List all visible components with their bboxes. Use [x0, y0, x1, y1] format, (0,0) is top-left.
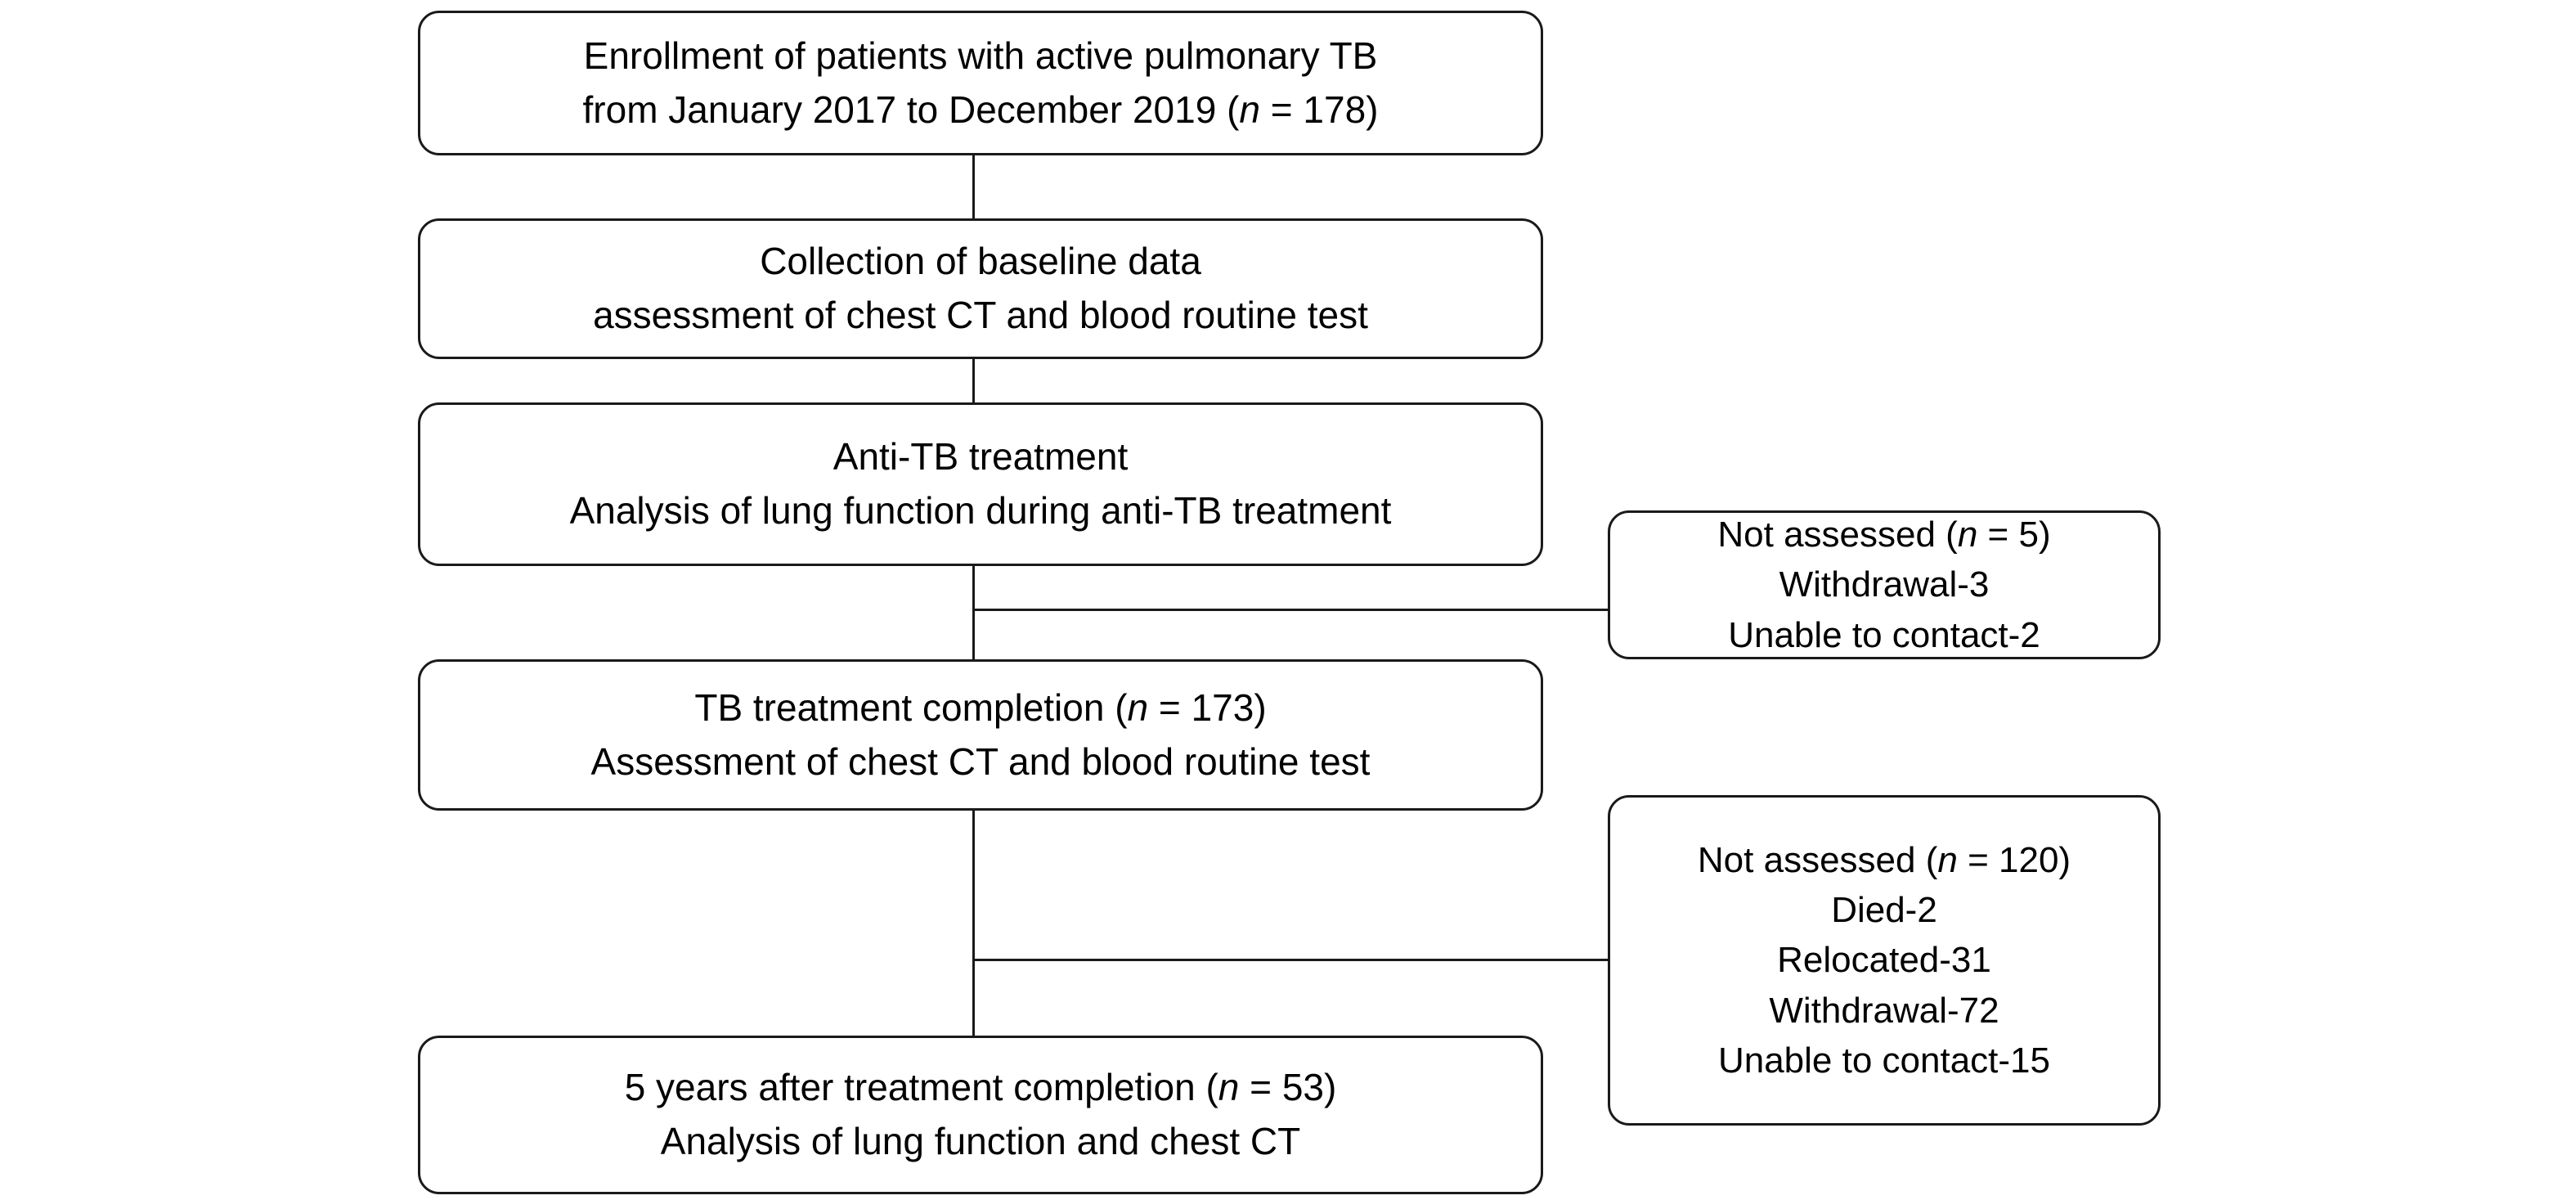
- node-baseline-collection[interactable]: Collection of baseline data assessment o…: [418, 218, 1543, 359]
- node-treatment-line-2: Analysis of lung function during anti-TB…: [569, 489, 1392, 532]
- exclusion-2-line-2: Died-2: [1831, 890, 1937, 931]
- connector-baseline-to-treatment: [972, 358, 975, 404]
- exclusion-2-line-4: Withdrawal-72: [1769, 990, 1999, 1031]
- node-enrollment[interactable]: Enrollment of patients with active pulmo…: [418, 11, 1543, 155]
- node-fiveyear-line-1: 5 years after treatment completion (n = …: [624, 1066, 1337, 1109]
- exclusion-2-line-1: Not assessed (n = 120): [1697, 840, 2071, 881]
- exclusion-2-line-5: Unable to contact-15: [1717, 1040, 2051, 1081]
- exclusion-2-line-3: Relocated-31: [1777, 940, 1991, 981]
- node-enrollment-line-2: from January 2017 to December 2019 (n = …: [582, 88, 1379, 131]
- node-tb-treatment-completion[interactable]: TB treatment completion (n = 173) Assess…: [418, 659, 1543, 811]
- node-anti-tb-treatment[interactable]: Anti-TB treatment Analysis of lung funct…: [418, 402, 1543, 566]
- connector-branch-exclusion-1: [972, 609, 1610, 611]
- exclusion-1-line-2: Withdrawal-3: [1779, 564, 1990, 605]
- node-treatment-line-1: Anti-TB treatment: [832, 435, 1129, 479]
- node-baseline-line-1: Collection of baseline data: [760, 240, 1201, 283]
- node-exclusion-not-assessed-5[interactable]: Not assessed (n = 5) Withdrawal-3 Unable…: [1608, 510, 2161, 659]
- exclusion-1-line-3: Unable to contact-2: [1728, 614, 2040, 655]
- connector-completion-to-fiveyear: [972, 810, 975, 1036]
- connector-enrollment-to-baseline: [972, 154, 975, 219]
- node-fiveyear-line-2: Analysis of lung function and chest CT: [660, 1120, 1301, 1162]
- node-completion-line-1: TB treatment completion (n = 173): [694, 685, 1267, 729]
- exclusion-1-line-1: Not assessed (n = 5): [1717, 515, 2051, 555]
- node-enrollment-line-1: Enrollment of patients with active pulmo…: [583, 34, 1378, 77]
- node-baseline-line-2: assessment of chest CT and blood routine…: [593, 294, 1368, 336]
- node-completion-line-2: Assessment of chest CT and blood routine…: [590, 739, 1371, 783]
- node-exclusion-not-assessed-120[interactable]: Not assessed (n = 120) Died-2 Relocated-…: [1608, 795, 2161, 1126]
- connector-branch-exclusion-2: [972, 959, 1610, 961]
- node-five-year-followup[interactable]: 5 years after treatment completion (n = …: [418, 1036, 1543, 1194]
- connector-treatment-to-completion: [972, 564, 975, 660]
